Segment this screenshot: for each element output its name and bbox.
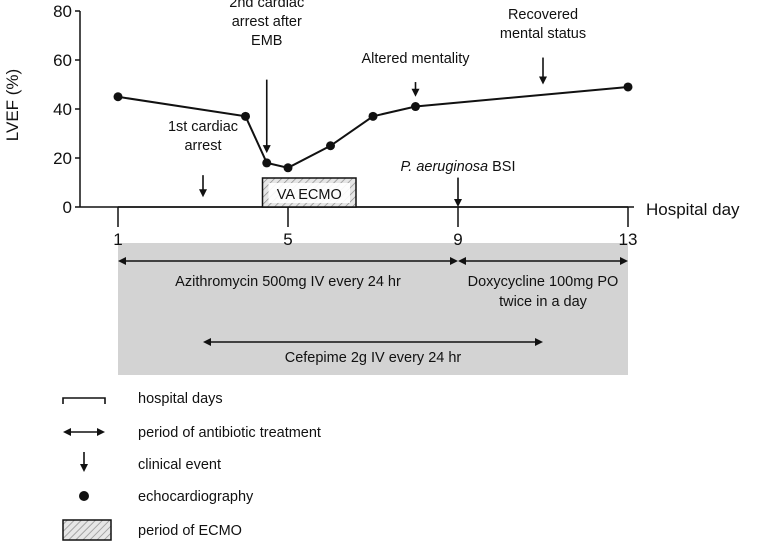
legend-item: period of ECMO [62,519,242,541]
clinical-event: Altered mentality [362,51,471,97]
clinical-event-arrow [262,79,271,154]
legend-symbol-dot [79,491,89,501]
echocardiography-point [241,111,250,121]
clinical-event-label: 1st cardiac [168,119,238,135]
treatment-arrow [118,257,458,265]
ecmo-label: VA ECMO [277,187,342,203]
echocardiography-point [113,92,123,102]
x-tick-label: 1 [113,230,122,249]
clinical-event-label: EMB [251,33,282,49]
y-axis-title: LVEF (%) [3,69,22,141]
legend-label: clinical event [138,457,221,473]
ecmo-layer: VA ECMO [261,177,357,208]
arrow-head [80,464,88,472]
x-tick-label: 13 [619,230,638,249]
arrow-head [411,88,420,97]
x-tick-label: 5 [283,230,292,249]
clinical-event-label-rest: BSI [488,159,515,175]
clinical-event-label: arrest [184,138,221,154]
lvef-line [117,86,629,169]
ecmo-label-background [268,183,350,203]
legend-item: clinical event [80,452,221,473]
clinical-event: Recovered mental status [500,7,586,85]
arrow-head-right [450,257,458,265]
clinical-event-arrow [539,57,547,85]
axes-layer: LVEF (%) Hospital day 0 20 40 60 80 1 5 9 13 [3,2,740,249]
legend-item: hospital days [62,391,223,407]
legend-label: period of ECMO [138,523,242,539]
y-tick-label: 40 [53,100,72,119]
arrow-head [199,189,207,198]
y-tick-label: 60 [53,51,72,70]
arrow-head-left [118,257,126,265]
legend-symbol-hospital-days [62,397,106,404]
clinical-event: 1st cardiac arrest [168,119,238,198]
echocardiography-point [262,158,272,168]
treatment-arrow [203,338,543,346]
clinical-event-label: Altered mentality [362,51,471,67]
y-tick-label: 80 [53,2,72,21]
clinical-event-label: Recovered [508,7,578,23]
arrow-head-left [63,428,71,436]
clinical-event-arrow [199,175,207,198]
events-layer: 1st cardiac arrest 2nd cardiac arrest after… [168,0,586,207]
arrow-head-right [620,257,628,265]
echocardiography-point [623,82,633,92]
treatment-label: Azithromycin 500mg IV every 24 hr [175,274,401,290]
echocardiography-point [326,141,335,151]
clinical-event-label-italic: P. aeruginosa [400,159,488,175]
treatment-band [118,243,628,375]
clinical-event-arrow [411,82,420,97]
treatment-label: Doxycycline 100mg PO [468,274,619,290]
legend-label: period of antibiotic treatment [138,425,321,441]
arrow-head [539,76,547,85]
legend-item: echocardiography [79,489,254,505]
echocardiography-point [368,111,378,121]
series-layer [113,82,633,173]
clinical-event-label: P. aeruginosa BSI [400,159,515,175]
treatment-arrow [458,257,628,265]
legend-symbol-hatched-box [62,519,112,541]
legend-symbol-down-arrow [80,452,88,472]
arrow-head [262,145,271,154]
x-tick-label: 9 [453,230,462,249]
arrow-head [454,199,462,207]
clinical-event: P. aeruginosa BSI [400,159,516,207]
legend-item: period of antibiotic treatment [63,425,321,441]
treatment-label: twice in a day [499,294,588,310]
y-tick-label: 0 [63,198,72,217]
echocardiography-point [411,102,420,112]
x-axis-title: Hospital day [646,200,740,219]
legend-label: echocardiography [138,489,254,505]
clinical-event-arrow [454,177,462,207]
arrow-head-left [203,338,211,346]
clinical-event-label: arrest after [232,14,302,30]
treatment-label: Cefepime 2g IV every 24 hr [285,350,462,366]
legend-symbol-double-arrow [63,428,105,436]
arrow-head-right [535,338,543,346]
arrow-head-right [97,428,105,436]
treatment-band-layer: Azithromycin 500mg IV every 24 hr Doxycyc… [118,243,628,375]
legend-label: hospital days [138,391,223,407]
clinical-event-label: mental status [500,26,586,42]
echocardiography-point [283,163,293,173]
y-tick-label: 20 [53,149,72,168]
legend: hospital days period of antibiotic treatm… [62,391,321,541]
clinical-event-label: 2nd cardiac [229,0,304,11]
arrow-head-left [458,257,466,265]
